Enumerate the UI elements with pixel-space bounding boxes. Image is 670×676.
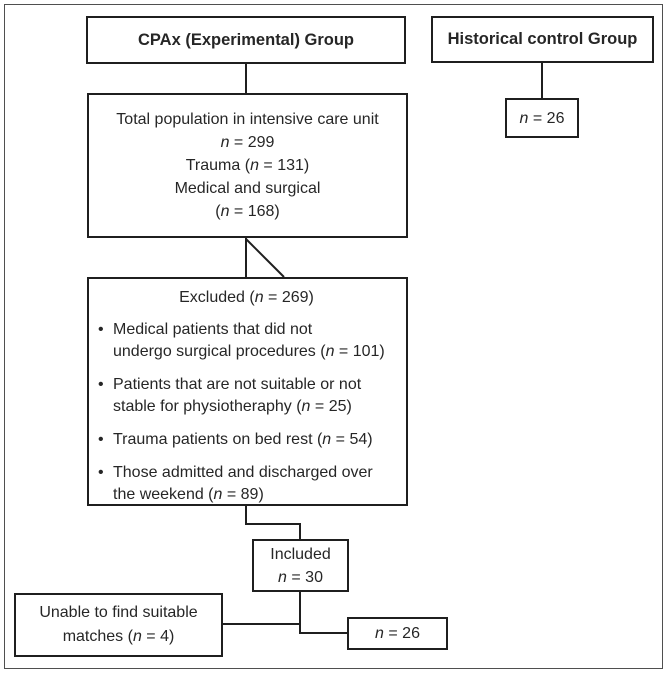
box-included: Included n = 30 [252, 539, 349, 592]
included-line: n = 30 [278, 568, 323, 586]
connector-historical-to-n [541, 63, 543, 98]
box-excluded: Excluded (n = 269) • Medical patients th… [87, 277, 408, 506]
excluded-bullet-text: Those admitted and discharged over the w… [113, 462, 398, 506]
excluded-bullet-item: • Patients that are not suitable or not … [95, 374, 398, 418]
total-population-line: Medical and surgical [174, 180, 321, 197]
bullet-icon: • [98, 376, 104, 393]
included-line: Included [270, 545, 331, 563]
cpax-group-title: CPAx (Experimental) Group [137, 30, 355, 49]
connector-excluded-to-included-vertical-2 [299, 523, 301, 539]
excluded-bullet-line: Patients that are not suitable or not [113, 376, 362, 393]
excluded-bullet-text: Medical patients that did not undergo su… [113, 319, 398, 363]
figure-border [4, 4, 663, 669]
connector-total-to-excluded [245, 238, 247, 277]
bullet-icon: • [98, 321, 104, 338]
excluded-bullet-line: Trauma patients on bed rest (n = 54) [113, 431, 373, 448]
excluded-bullet-line: stable for physiotheraphy (n = 25) [113, 398, 352, 415]
total-population-line: (n = 168) [215, 203, 280, 220]
connector-cpax-to-total [245, 64, 247, 93]
excluded-bullet-text: Trauma patients on bed rest (n = 54) [113, 429, 398, 451]
total-population-line: Total population in intensive care unit [116, 111, 379, 128]
excluded-heading: Excluded (n = 269) [179, 289, 314, 306]
unable-line: Unable to find suitable [39, 604, 198, 621]
excluded-bullet-line: undergo surgical procedures (n = 101) [113, 343, 385, 360]
box-matched-n: n = 26 [347, 617, 448, 650]
excluded-bullet-line: the weekend (n = 89) [113, 486, 264, 503]
excluded-bullet-text: Patients that are not suitable or not st… [113, 374, 398, 418]
excluded-bullet-line: Those admitted and discharged over [113, 464, 373, 481]
excluded-bullet-item: • Trauma patients on bed rest (n = 54) [95, 429, 398, 451]
excluded-bullet-item: • Those admitted and discharged over the… [95, 462, 398, 506]
connector-excluded-to-included-vertical-1 [245, 506, 247, 525]
box-historical-n: n = 26 [505, 98, 579, 138]
bullet-icon: • [98, 431, 104, 448]
connector-junction-to-unable [222, 623, 301, 625]
matched-n-value: n = 26 [375, 625, 420, 642]
box-unable-to-match: Unable to find suitable matches (n = 4) [14, 593, 223, 657]
excluded-bullet-item: • Medical patients that did not undergo … [95, 319, 398, 363]
connector-excluded-to-included-horizontal [245, 523, 301, 525]
bullet-icon: • [98, 464, 104, 481]
box-total-population: Total population in intensive care unit … [87, 93, 408, 238]
excluded-bullet-line: Medical patients that did not [113, 321, 313, 338]
unable-line: matches (n = 4) [62, 628, 175, 645]
total-population-line: Trauma (n = 131) [185, 157, 310, 174]
historical-group-title: Historical control Group [447, 30, 638, 48]
total-population-line: n = 299 [220, 134, 275, 151]
box-historical-control-group: Historical control Group [431, 16, 654, 63]
box-cpax-group: CPAx (Experimental) Group [86, 16, 406, 64]
connector-included-to-junction [299, 592, 301, 634]
historical-n-value: n = 26 [519, 109, 565, 127]
connector-junction-to-matched [299, 632, 349, 634]
